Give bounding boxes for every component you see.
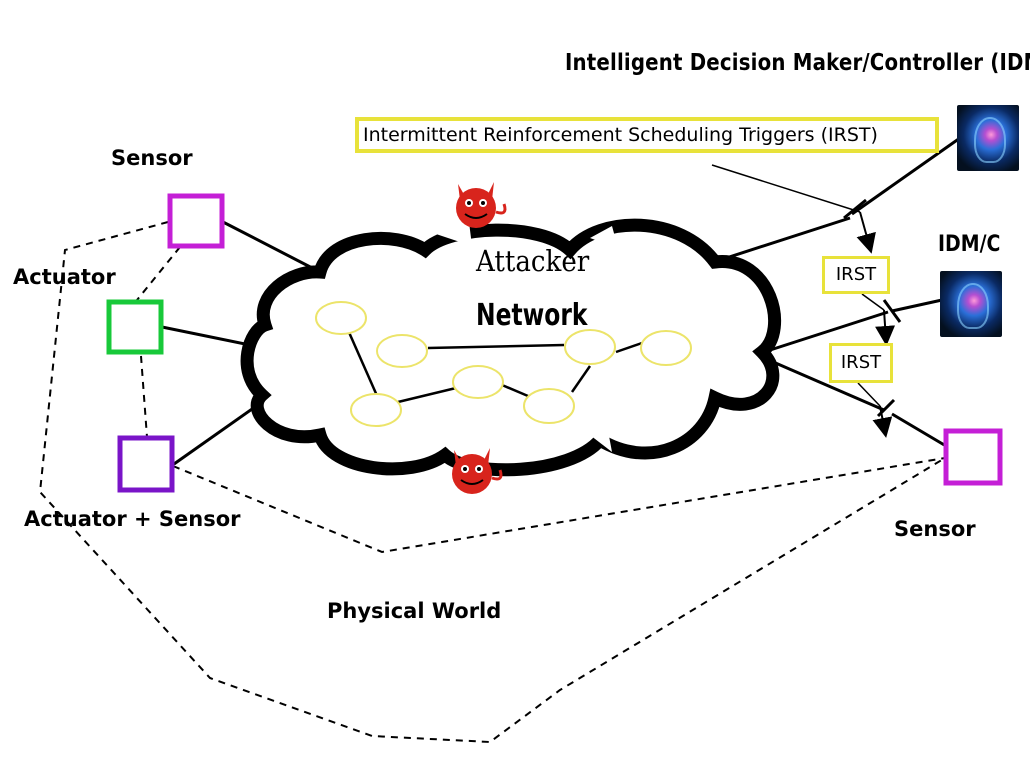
actuator-sensor-node xyxy=(117,435,175,493)
network-node xyxy=(452,365,504,399)
irst-box-2: IRST xyxy=(829,343,893,383)
network-node xyxy=(640,330,692,366)
actuator-sensor-label: Actuator + Sensor xyxy=(24,507,241,531)
physical-world-inner-boundary xyxy=(172,457,946,554)
network-idmc-mid-link xyxy=(763,310,889,354)
actuator-actuatorsensor-dashed-link xyxy=(140,355,148,438)
irst-trigger-arrow-3 xyxy=(857,382,881,407)
actuatorsensor-network-link xyxy=(173,400,263,466)
network-idmc-top-link xyxy=(719,216,851,262)
sensor-right-label: Sensor xyxy=(894,517,976,541)
sensor-right-node xyxy=(943,428,1003,486)
irst-trigger-arrow-1 xyxy=(711,164,861,213)
network-sensor-link xyxy=(763,356,885,412)
network-topology xyxy=(315,301,692,427)
network-node xyxy=(564,329,616,365)
irst-trigger-arrow-1b xyxy=(856,211,876,254)
sensor-actuator-dashed-link xyxy=(136,246,181,301)
irst-cut-mark-1 xyxy=(843,198,867,220)
sensor-right-link xyxy=(891,412,947,448)
network-node xyxy=(523,388,575,424)
actuator-node xyxy=(106,299,164,355)
network-label: Network xyxy=(476,298,588,333)
brain-icon xyxy=(940,271,1002,337)
devil-icon xyxy=(452,448,503,494)
devil-icon xyxy=(456,182,507,228)
physical-world-label: Physical World xyxy=(327,599,502,623)
sensor-top-node xyxy=(167,193,225,249)
diagram-title: Intelligent Decision Maker/Controller (I… xyxy=(565,50,1030,76)
idmc-top-link xyxy=(851,136,961,216)
network-node xyxy=(315,301,367,335)
idmc-label: IDM/C xyxy=(938,232,1001,257)
idmc-mid-link xyxy=(891,298,943,313)
network-node xyxy=(376,334,428,368)
irst-main-box: Intermittent Reinforcement Scheduling Tr… xyxy=(355,117,939,153)
irst-trigger-arrow-2 xyxy=(861,293,885,311)
actuator-label: Actuator xyxy=(13,265,116,289)
sensor-top-label: Sensor xyxy=(111,146,193,170)
brain-icon xyxy=(957,105,1019,171)
irst-cut-mark-2 xyxy=(882,299,902,323)
irst-trigger-arrow-3b xyxy=(872,405,893,438)
irst-trigger-arrow-2b xyxy=(875,309,896,346)
irst-box-1: IRST xyxy=(822,256,890,294)
actuator-network-link xyxy=(161,325,256,348)
physical-world-boundary xyxy=(38,221,946,744)
attacker-label: Attacker xyxy=(476,244,590,278)
network-node xyxy=(350,393,402,427)
sensor-network-link xyxy=(222,220,321,274)
